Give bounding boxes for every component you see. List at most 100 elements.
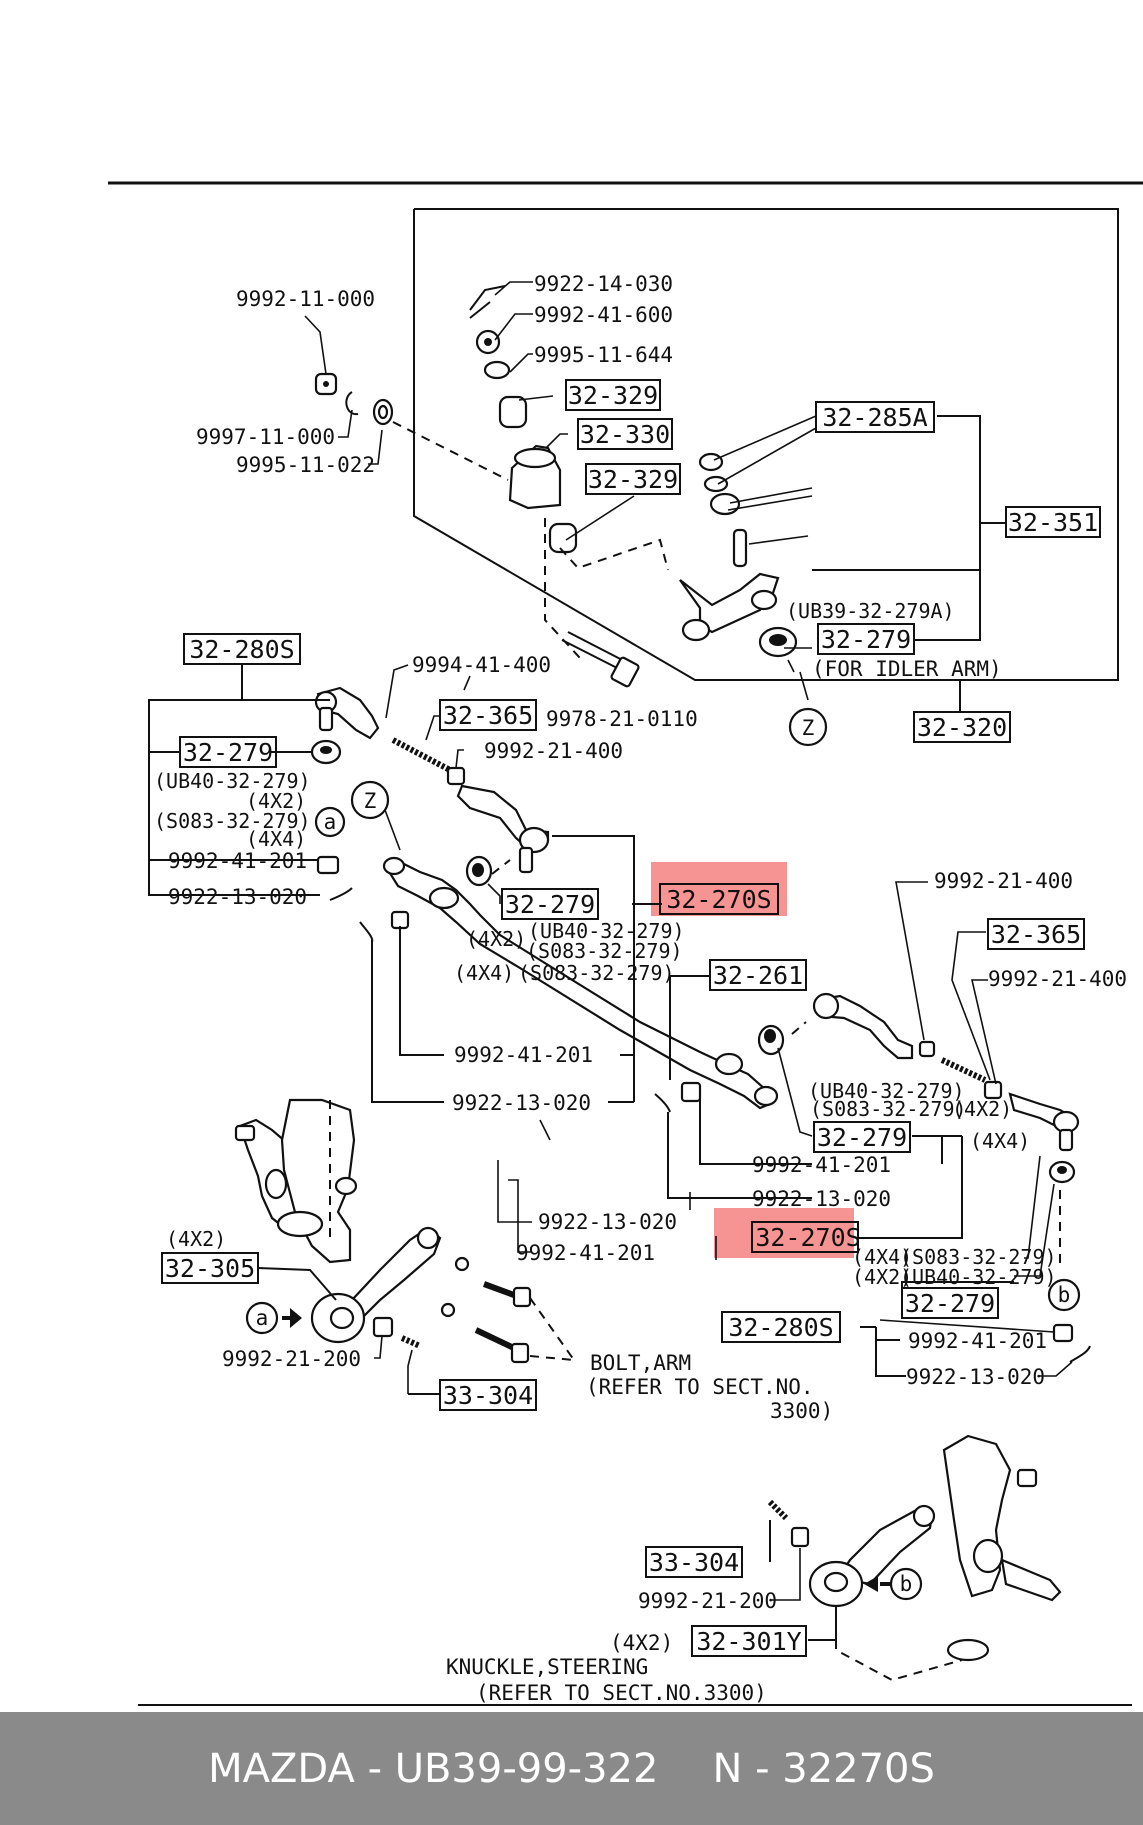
svg-text:(4X4): (4X4) [852,1245,912,1269]
right-knuckle [942,1434,1062,1662]
left-knuckle [234,1098,358,1264]
label-9922-13-020-e: 9922-13-020 [906,1365,1045,1389]
label-9992-11-000: 9992-11-000 [236,287,375,311]
label-9992-41-201-d: 9992-41-201 [516,1241,655,1265]
leader-lines [148,664,1073,1641]
part-33-304-a: 33-304 [443,1381,533,1410]
svg-text:(4X2): (4X2) [610,1631,673,1655]
part-32-329-a: 32-329 [568,381,658,410]
notes: (UB39-32-279A) (FOR IDLER ARM) (UB40-32-… [154,599,1057,1705]
svg-text:Z: Z [802,716,815,740]
part-32-301y: 32-301Y [696,1627,801,1656]
label-9992-41-201-c: 9992-41-201 [752,1153,891,1177]
svg-text:BOLT,ARM: BOLT,ARM [590,1351,691,1375]
svg-text:(4X2): (4X2) [466,927,526,951]
part-32-279-d: 32-279 [905,1289,995,1318]
parts-diagram: Z Z a a b b 32-329 32-330 32-329 32-285A… [108,181,1143,1706]
part-32-279-a: 32-279 [183,738,273,767]
svg-text:a: a [324,810,337,834]
svg-text:(S083-32-279): (S083-32-279) [526,939,683,963]
label-9992-41-600: 9992-41-600 [534,303,673,327]
svg-text:(S083-32-279): (S083-32-279) [900,1245,1057,1269]
svg-text:(4X4): (4X4) [246,827,306,851]
label-9992-21-400-a: 9992-21-400 [484,739,623,763]
svg-text:(UB39-32-279A): (UB39-32-279A) [786,599,955,623]
marker-a-1: a [314,806,346,838]
svg-text:(4X2): (4X2) [952,1097,1012,1121]
svg-text:Z: Z [364,789,377,813]
svg-text:3300): 3300) [770,1399,833,1423]
label-9922-13-020-b: 9922-13-020 [452,1091,591,1115]
caption-bar: MAZDA - UB39-99-322 N - 32270S [0,1712,1143,1825]
part-32-365-b: 32-365 [991,920,1081,949]
part-32-330: 32-330 [580,420,670,449]
label-9922-14-030: 9922-14-030 [534,272,673,296]
svg-text:(4X4): (4X4) [454,961,514,985]
label-9992-41-201-b: 9992-41-201 [454,1043,593,1067]
label-9997-11-000: 9997-11-000 [196,425,335,449]
part-32-329-b: 32-329 [588,465,678,494]
right-tie-rod-parts [791,992,1080,1270]
caption-oem-number: N - 32270S [712,1745,935,1792]
part-32-320: 32-320 [917,713,1007,742]
part-32-279-c: 32-279 [817,1123,907,1152]
part-32-285a: 32-285A [822,403,927,432]
svg-text:(UB40-32-279): (UB40-32-279) [900,1265,1057,1289]
marker-b-2: b [889,1567,923,1601]
svg-text:KNUCKLE,STEERING: KNUCKLE,STEERING [446,1655,648,1679]
caption-part-number: MAZDA - UB39-99-322 [208,1745,659,1792]
label-9995-11-644: 9995-11-644 [534,343,673,367]
part-32-305: 32-305 [165,1254,255,1283]
idler-enclosure [413,208,1119,681]
label-9922-13-020-d: 9922-13-020 [538,1210,677,1234]
part-32-351: 32-351 [1008,508,1098,537]
idler-arm-parts [469,281,1006,712]
label-9922-13-020-c: 9922-13-020 [752,1187,891,1211]
label-9992-21-400-b: 9992-21-400 [934,869,1073,893]
svg-text:(FOR IDLER ARM): (FOR IDLER ARM) [812,657,1002,681]
part-32-270s-upper: 32-270S [666,885,771,914]
lower-right-fasteners [879,1319,1091,1363]
boxed-part-numbers: 32-329 32-330 32-329 32-285A 32-351 32-2… [161,379,1101,1657]
label-9995-11-022: 9995-11-022 [236,453,375,477]
svg-text:(REFER TO SECT.NO.3300): (REFER TO SECT.NO.3300) [476,1681,767,1705]
svg-text:(4X2): (4X2) [852,1265,912,1289]
svg-text:b: b [1058,1283,1071,1307]
center-link [359,856,785,1113]
part-33-304-b: 33-304 [649,1548,739,1577]
marker-z-1: Z [788,707,828,747]
svg-text:(4X4): (4X4) [970,1129,1030,1153]
label-9992-21-400-c: 9992-21-400 [988,967,1127,991]
svg-text:(UB40-32-279): (UB40-32-279) [154,769,311,793]
label-9992-21-200-a: 9992-21-200 [222,1347,361,1371]
left-tie-rod-parts [310,686,550,901]
part-32-280s-a: 32-280S [189,635,294,664]
label-9922-13-020-a: 9922-13-020 [168,885,307,909]
svg-text:(S083-32-279): (S083-32-279) [154,809,311,833]
left-steering-arm [282,1226,575,1364]
svg-text:(UB40-32-279): (UB40-32-279) [808,1079,965,1103]
highlight-32-270s-upper [651,862,787,916]
marker-z-2: Z [350,780,390,820]
svg-text:(S083-32-279): (S083-32-279) [518,961,675,985]
part-number-labels: 9992-11-000 9922-14-030 9992-41-600 9995… [168,272,1127,1613]
highlight-32-270s-lower [714,1208,854,1258]
svg-text:a: a [256,1306,269,1330]
svg-text:b: b [900,1572,913,1596]
svg-text:(4X2): (4X2) [246,789,306,813]
svg-text:(REFER TO SECT.NO.: (REFER TO SECT.NO. [586,1375,814,1399]
label-9992-41-201-e: 9992-41-201 [908,1329,1047,1353]
part-32-365-a: 32-365 [443,701,533,730]
svg-text:(UB40-32-279): (UB40-32-279) [528,919,685,943]
svg-text:(4X2): (4X2) [166,1227,226,1251]
marker-b-1: b [1047,1278,1081,1312]
label-9992-41-201-a: 9992-41-201 [168,849,307,873]
left-top-fasteners [304,315,509,481]
part-32-280s-b: 32-280S [728,1313,833,1342]
part-32-261: 32-261 [713,961,803,990]
part-32-279-b: 32-279 [505,890,595,919]
part-32-279-idler: 32-279 [821,625,911,654]
label-9978-21-0110: 9978-21-0110 [546,707,698,731]
svg-text:(S083-32-279): (S083-32-279) [810,1097,967,1121]
label-9992-21-200-b: 9992-21-200 [638,1589,777,1613]
